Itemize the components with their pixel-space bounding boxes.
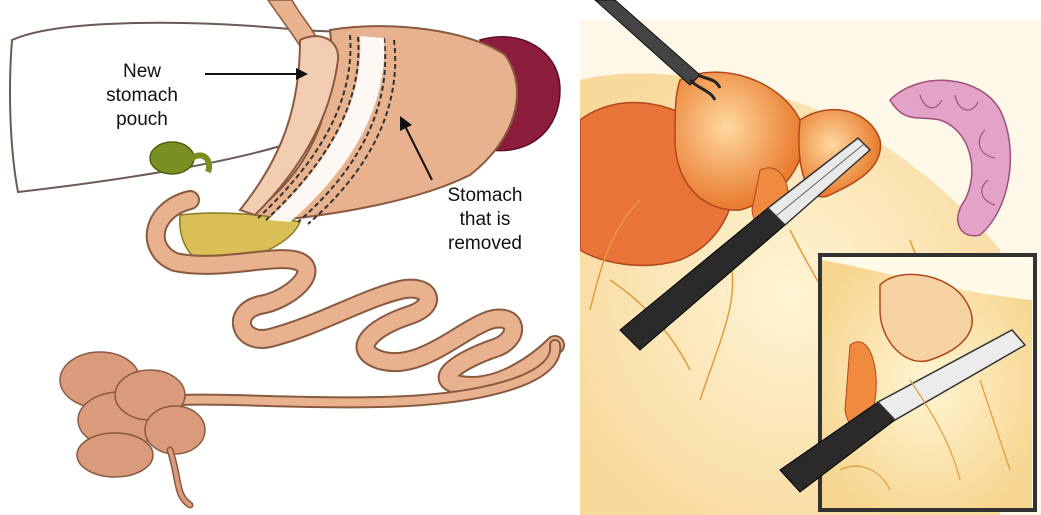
- label-removed-line-2: that is: [420, 208, 550, 232]
- label-new-stomach-pouch: New stomach pouch: [92, 60, 192, 132]
- label-removed-line-3: removed: [420, 232, 550, 256]
- label-stomach-removed: Stomach that is removed: [420, 184, 550, 256]
- sleeve-gastrectomy-diagram: [0, 0, 575, 515]
- colon: [60, 352, 205, 505]
- label-removed-line-1: Stomach: [420, 184, 550, 208]
- laparoscopic-stapling-illustration: [580, 0, 1041, 515]
- label-pouch-line-3: pouch: [92, 108, 192, 132]
- label-pouch-line-2: stomach: [92, 84, 192, 108]
- label-pouch-line-1: New: [92, 60, 192, 84]
- gallbladder: [150, 142, 194, 174]
